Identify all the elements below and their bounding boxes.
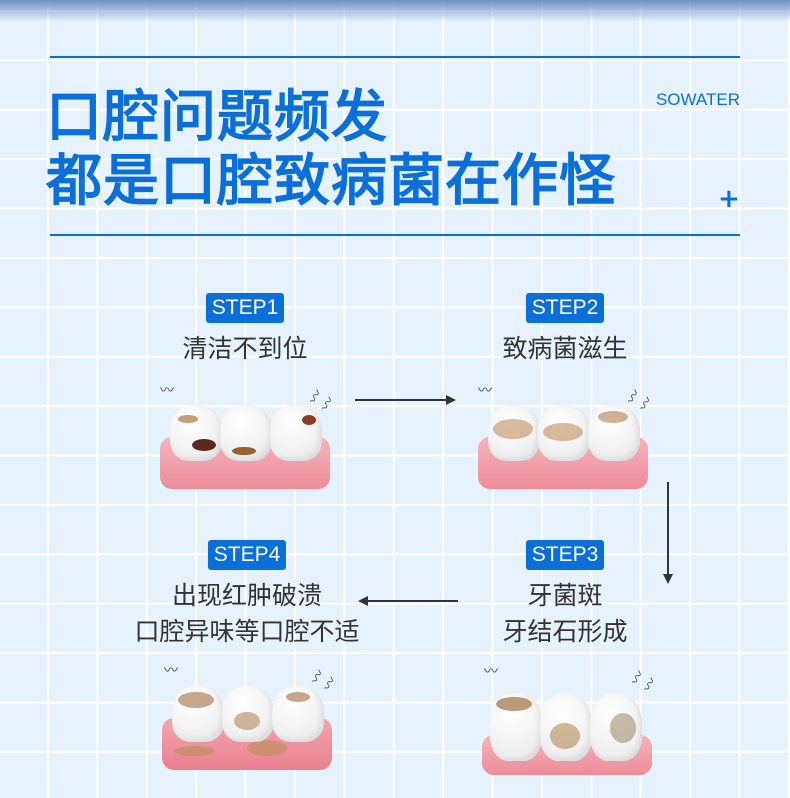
odor-icon: 〰〰: [627, 667, 661, 695]
arrow-head: [663, 574, 673, 584]
tooth: [538, 405, 590, 461]
odor-icon: 〰: [160, 383, 174, 399]
tooth: [588, 405, 640, 461]
step-caption: 牙菌斑 牙结石形成: [415, 578, 715, 650]
caption-line: 口腔异味等口腔不适: [134, 617, 360, 646]
teeth-illustration-4: 〰 〰〰: [162, 663, 341, 770]
title-line-2: 都是口腔致病菌在作怪: [46, 149, 616, 214]
odor-icon: 〰: [164, 663, 178, 679]
plus-icon: +: [718, 184, 740, 214]
step-badge: STEP2: [525, 293, 605, 323]
teeth-illustration-2: 〰 〰〰: [478, 383, 657, 489]
teeth-illustration-3: 〰 〰〰: [482, 664, 661, 775]
tooth: [222, 686, 274, 742]
brand-label: SOWATER: [655, 90, 740, 109]
bottom-divider: [50, 234, 740, 236]
step-caption: 致病菌滋生: [502, 334, 628, 363]
step-badge: STEP3: [525, 540, 605, 570]
teeth-illustration-1: 〰 〰〰: [160, 383, 339, 489]
arrow-right: [355, 399, 450, 401]
step-3: STEP3 牙菌斑 牙结石形成: [415, 540, 715, 650]
arrow-left: [368, 600, 458, 602]
step-badge: STEP1: [205, 293, 285, 323]
tooth: [220, 405, 272, 461]
odor-icon: 〰: [478, 383, 492, 399]
arrow-down: [667, 482, 669, 576]
tooth: [490, 693, 542, 761]
step-1: STEP1 清洁不到位: [95, 293, 395, 367]
tooth: [270, 405, 322, 461]
step-badge: STEP4: [207, 540, 287, 570]
arrow-head: [358, 596, 368, 606]
step-caption: 清洁不到位: [182, 334, 308, 363]
tooth: [172, 686, 224, 742]
odor-icon: 〰: [484, 664, 498, 680]
step-caption: 出现红肿破溃 口腔异味等口腔不适: [97, 578, 397, 650]
top-gradient: [0, 0, 790, 22]
caption-line: 牙菌斑: [527, 581, 603, 610]
tooth: [540, 693, 592, 761]
arrow-head: [446, 395, 456, 405]
step-2: STEP2 致病菌滋生: [415, 293, 715, 367]
caption-line: 牙结石形成: [502, 617, 628, 646]
title-line-1: 口腔问题频发: [46, 85, 388, 150]
step-4: STEP4 出现红肿破溃 口腔异味等口腔不适: [97, 540, 397, 650]
caption-line: 出现红肿破溃: [171, 581, 322, 610]
top-divider: [50, 56, 740, 58]
tooth: [590, 693, 642, 761]
tooth: [488, 405, 540, 461]
tooth: [170, 405, 222, 461]
tooth: [272, 686, 324, 742]
